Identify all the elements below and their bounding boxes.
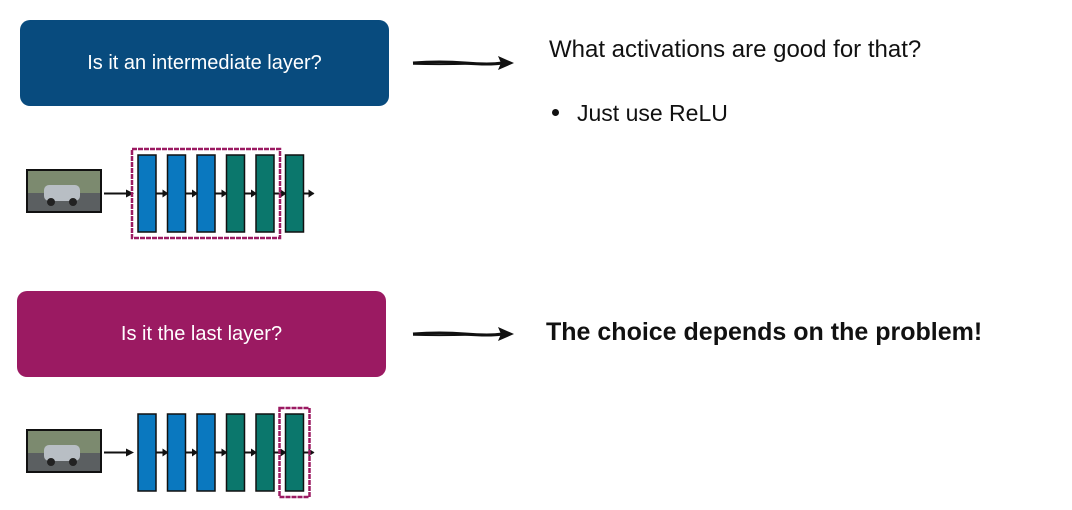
problem-dependent-text: The choice depends on the problem! <box>546 318 983 346</box>
bullet-dot-icon <box>552 109 559 117</box>
network-diagram-last <box>26 406 315 499</box>
layer-4 <box>225 154 246 233</box>
layer-4 <box>225 413 246 492</box>
intermediate-layer-question-label: Is it an intermediate layer? <box>87 51 322 74</box>
layer-arrowhead-3 <box>221 448 228 457</box>
relu-bullet: Just use ReLU <box>552 100 728 127</box>
layer-3 <box>196 154 216 233</box>
layer-6 <box>284 154 305 233</box>
input-arrowhead <box>126 189 134 198</box>
intermediate-layer-question: Is it an intermediate layer? <box>20 20 389 106</box>
layer-arrowhead-6 <box>308 189 315 198</box>
layer-arrowhead-1 <box>162 448 169 457</box>
layer-1 <box>137 154 157 233</box>
layer-arrowhead-5 <box>280 448 287 457</box>
highlight-box <box>278 406 311 499</box>
layer-2 <box>166 154 187 233</box>
input-photo-icon <box>26 169 102 213</box>
layer-arrowhead-4 <box>251 189 257 198</box>
layer-arrowhead-5 <box>280 189 287 198</box>
relu-bullet-text: Just use ReLU <box>577 100 728 126</box>
arrow-right-icon <box>412 327 514 341</box>
layer-2 <box>166 413 187 492</box>
layer-arrowhead-3 <box>221 189 228 198</box>
layer-arrowhead-4 <box>251 448 257 457</box>
input-arrowhead <box>126 448 134 457</box>
last-layer-question-label: Is it the last layer? <box>120 322 283 345</box>
layer-arrowhead-2 <box>192 189 198 198</box>
layer-6 <box>284 413 305 492</box>
arrow-right-icon <box>412 56 514 70</box>
layer-5 <box>255 154 275 233</box>
highlight-box <box>130 147 282 240</box>
input-photo-icon <box>26 429 102 473</box>
last-layer-question: Is it the last layer? <box>17 291 386 377</box>
layer-arrowhead-1 <box>162 189 169 198</box>
layer-arrowhead-2 <box>192 448 198 457</box>
network-diagram-intermediate <box>26 147 315 240</box>
layer-5 <box>255 413 275 492</box>
layer-3 <box>196 413 216 492</box>
layer-1 <box>137 413 157 492</box>
activation-question-text: What activations are good for that? <box>549 36 922 63</box>
